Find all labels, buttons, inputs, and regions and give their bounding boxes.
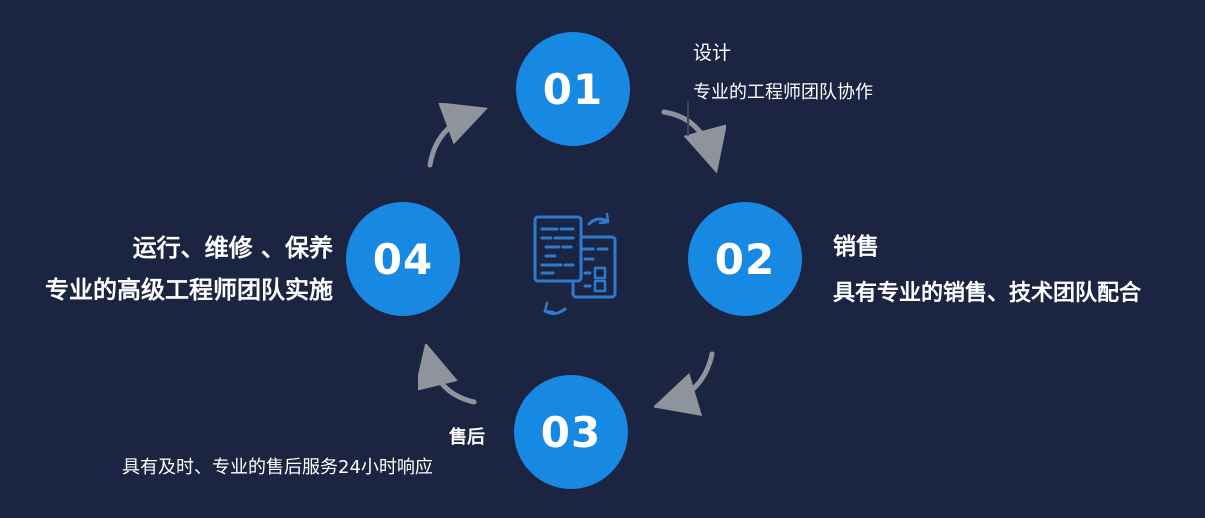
step-circle-02: 02 bbox=[688, 202, 802, 316]
step-circle-01: 01 bbox=[516, 32, 630, 146]
step-circle-03: 03 bbox=[514, 375, 628, 489]
step-number: 03 bbox=[540, 407, 602, 457]
arrow-02-to-03-icon bbox=[654, 351, 715, 416]
step-label-02: 销售 具有专业的销售、技术团队配合 bbox=[833, 227, 1141, 307]
step-description: 专业的工程师团队协作 bbox=[693, 82, 873, 103]
step-circle-04: 04 bbox=[346, 202, 460, 316]
step-title-03: 售后 bbox=[449, 427, 485, 448]
step-number: 04 bbox=[372, 234, 434, 284]
step-title: 设计 bbox=[693, 42, 732, 64]
divider-line bbox=[687, 101, 689, 136]
step-number: 02 bbox=[714, 234, 776, 284]
step-description: 具有专业的销售、技术团队配合 bbox=[833, 281, 1142, 306]
step-number: 01 bbox=[542, 64, 604, 114]
step-label-04: 运行、维修 、保养 专业的高级工程师团队实施 bbox=[45, 228, 333, 305]
step-description: 专业的高级工程师团队实施 bbox=[45, 276, 333, 304]
arrow-04-to-01-icon bbox=[427, 103, 489, 168]
document-transfer-icon bbox=[527, 211, 627, 323]
arrow-01-to-02-icon bbox=[661, 109, 726, 174]
step-description-03: 具有及时、专业的售后服务24小时响应 bbox=[122, 457, 433, 478]
step-title: 运行、维修 、保养 bbox=[132, 234, 333, 262]
step-label-01: 设计 专业的工程师团队协作 bbox=[693, 38, 873, 104]
step-title: 销售 bbox=[833, 234, 879, 260]
arrow-03-to-04-icon bbox=[418, 344, 477, 405]
